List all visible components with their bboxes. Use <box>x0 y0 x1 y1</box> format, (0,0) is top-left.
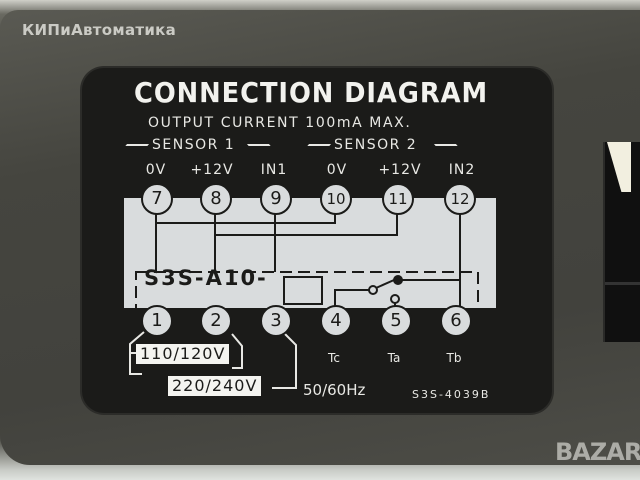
terminal-10: 10 <box>320 183 352 215</box>
watermark-text: КИПиАвтоматика <box>22 21 177 39</box>
wiring-lines <box>129 210 479 389</box>
terminal-4: 4 <box>320 305 352 337</box>
terminal-3: 3 <box>260 305 292 337</box>
terminal-label-10: 0V <box>326 162 348 178</box>
voltage-220-240-label: 220/240V <box>168 376 262 396</box>
diagram-panel <box>124 198 496 308</box>
model-number: S3S-A10- <box>144 266 268 290</box>
slot-glare <box>607 142 631 192</box>
contact-label-ta: Ta <box>387 351 401 365</box>
terminal-7: 7 <box>141 183 173 215</box>
terminal-8: 8 <box>200 183 232 215</box>
terminal-label-9: IN1 <box>260 162 288 178</box>
terminal-2: 2 <box>200 305 232 337</box>
terminal-1: 1 <box>141 305 173 337</box>
terminal-9: 9 <box>260 183 292 215</box>
terminal-label-7: 0V <box>145 162 167 178</box>
output-current-spec: OUTPUT CURRENT 100mA MAX. <box>148 115 412 131</box>
frequency-label: 50/60Hz <box>303 381 366 399</box>
terminal-label-8: +12V <box>190 162 234 178</box>
terminal-6: 6 <box>440 305 472 337</box>
terminal-12: 12 <box>444 183 476 215</box>
side-slot <box>603 142 640 342</box>
contact-label-tc: Tc <box>328 351 340 365</box>
terminal-label-12: IN2 <box>448 162 476 178</box>
sensor2-label: SENSOR 2 <box>334 137 418 153</box>
part-number: S3S-4039B <box>412 388 491 401</box>
contact-label-tb: Tb <box>446 351 462 365</box>
sensor1-label: SENSOR 1 <box>152 137 236 153</box>
diagram-title: CONNECTION DIAGRAM <box>134 76 489 109</box>
terminal-5: 5 <box>380 305 412 337</box>
slot-bar <box>605 282 640 285</box>
connection-diagram-label: CONNECTION DIAGRAM OUTPUT CURRENT 100mA … <box>82 68 552 413</box>
terminal-label-11: +12V <box>378 162 422 178</box>
voltage-110-120-label: 110/120V <box>136 344 230 364</box>
terminal-11: 11 <box>382 183 414 215</box>
bazar-logo: BAZAR <box>555 438 640 466</box>
